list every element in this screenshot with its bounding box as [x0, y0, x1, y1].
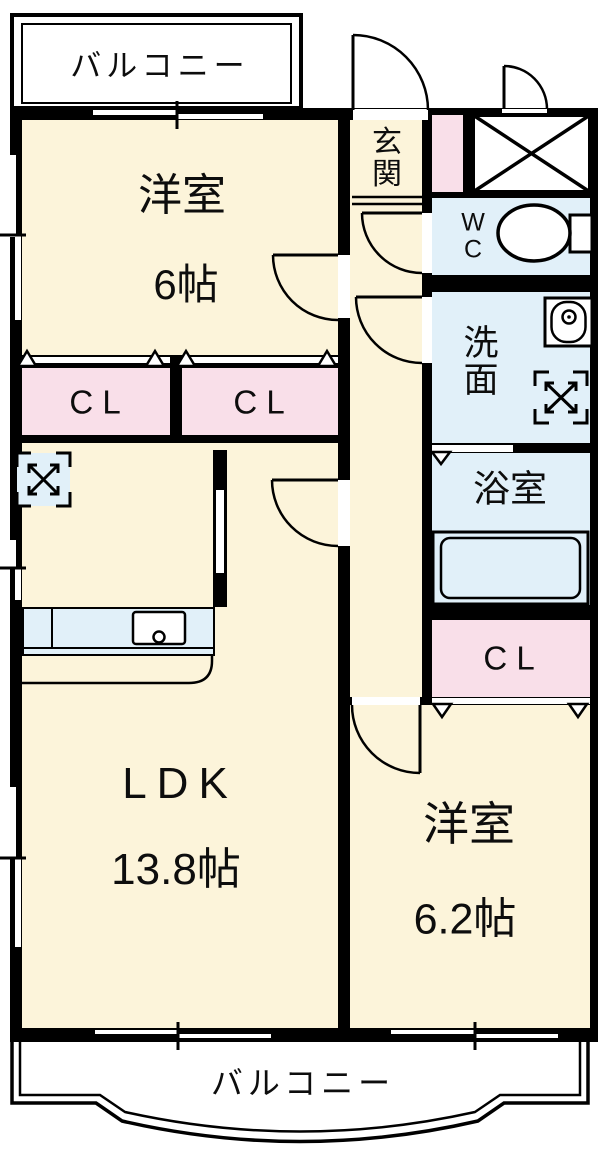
balcony-top-label: バルコニー — [70, 48, 250, 84]
bedroom-top-size: 6帖 — [153, 261, 219, 308]
window — [15, 568, 21, 600]
folding-door-chevrons — [15, 348, 590, 720]
entry-door-icon — [351, 33, 430, 111]
toilet-icon — [496, 203, 594, 263]
meter-box-strip — [432, 115, 463, 192]
window — [93, 110, 177, 115]
door-opening — [338, 255, 350, 318]
window — [178, 1034, 271, 1038]
room-bedroom-top — [22, 120, 338, 355]
toilet-door-icon — [360, 211, 423, 275]
window — [10, 787, 16, 859]
closet-left-label: C L — [69, 383, 121, 421]
door-opening — [422, 297, 432, 363]
bathtub-icon — [431, 530, 590, 606]
window — [10, 155, 16, 237]
closet-right — [432, 620, 590, 697]
closet-middle-label: C L — [233, 383, 285, 421]
washing-machine-space-icon — [15, 451, 72, 508]
window — [475, 1034, 558, 1038]
bedroom-bottom-size: 6.2帖 — [413, 895, 517, 944]
room-ldk — [22, 443, 338, 1028]
kitchen-partition-opening — [216, 490, 224, 573]
ldk-size: 13.8帖 — [111, 845, 241, 894]
room-bathroom — [432, 453, 590, 605]
bedroom-top-door-icon — [271, 253, 339, 322]
ldk-label: LDK — [122, 759, 238, 808]
washroom-door-icon — [354, 295, 423, 365]
entrance-label: 玄 関 — [372, 126, 402, 191]
closet-door-line — [432, 698, 590, 704]
bathroom-label: 浴室 — [473, 468, 547, 510]
entrance-step — [352, 195, 422, 206]
window — [10, 540, 16, 569]
closet-right-label: C L — [483, 639, 535, 677]
balcony-top-railing — [21, 23, 292, 104]
cross-box-shaft-icon — [471, 113, 592, 194]
washing-machine-space-icon — [533, 370, 589, 425]
door-opening — [422, 213, 432, 273]
door-opening — [352, 697, 420, 705]
washbasin-icon — [543, 296, 594, 348]
toilet-label: W C — [461, 208, 485, 263]
room-bedroom-bottom — [350, 705, 590, 1028]
door-opening — [338, 480, 350, 546]
washroom-label: 洗 面 — [463, 323, 499, 400]
balcony-bottom-label: バルコニー — [210, 1065, 396, 1101]
closet-left — [22, 368, 170, 435]
window — [391, 1030, 475, 1034]
bedroom-bottom-door-icon — [350, 704, 422, 775]
closet-door-line — [182, 357, 338, 363]
entry-door-opening — [353, 109, 428, 120]
balcony-top — [10, 13, 303, 110]
ldk-door-icon — [270, 478, 339, 548]
closet-middle — [182, 368, 338, 435]
bathroom-door-line — [432, 445, 513, 452]
window — [177, 114, 263, 119]
window — [15, 236, 21, 320]
closet-door-line — [22, 357, 170, 363]
bedroom-top-label: 洋室 — [138, 171, 226, 220]
bedroom-bottom-label: 洋室 — [423, 798, 515, 850]
window-tick — [0, 101, 477, 1050]
window — [15, 858, 21, 947]
balcony-bottom — [10, 1042, 590, 1144]
kitchen-sink-icon — [22, 608, 215, 685]
window — [95, 1030, 178, 1034]
meter-door-icon — [502, 64, 549, 110]
